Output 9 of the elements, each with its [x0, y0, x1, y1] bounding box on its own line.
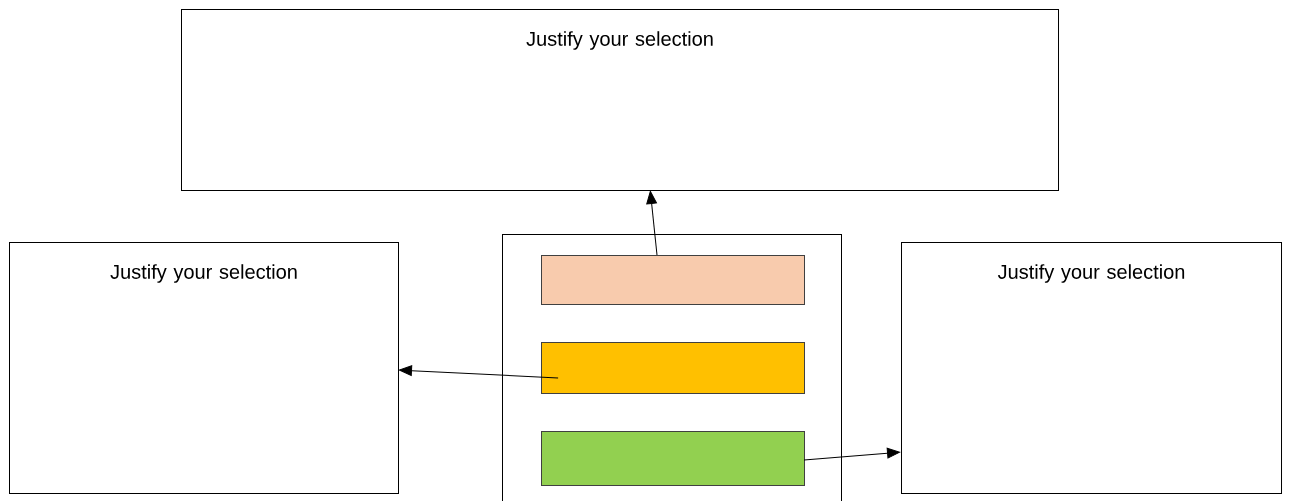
text-box: Justify your selection [901, 242, 1282, 494]
colored-bar [541, 431, 805, 486]
colored-bar [541, 255, 805, 305]
arrow [803, 447, 901, 461]
text-box: Justify your selection [181, 9, 1059, 191]
arrow [398, 365, 559, 379]
colored-bar [541, 342, 805, 394]
arrow [646, 190, 658, 256]
text-box: Justify your selection [9, 242, 399, 494]
